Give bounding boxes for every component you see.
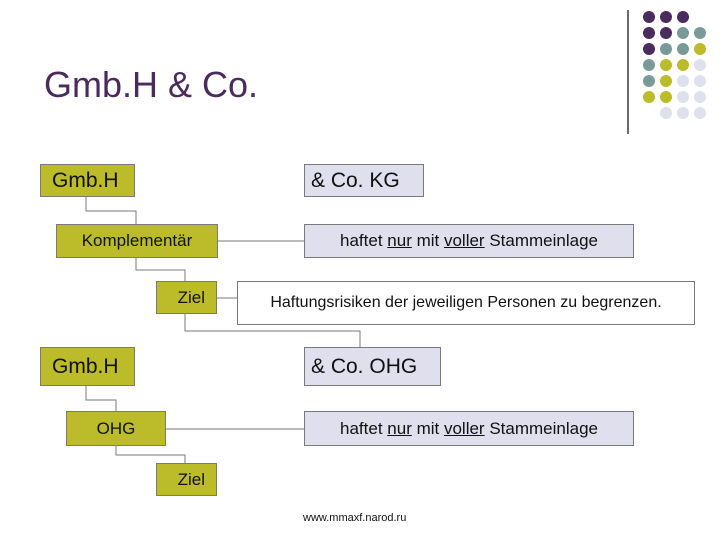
haftet-text-2: haftet nur mit voller Stammeinlage [340,418,598,438]
decorative-dot-grid [643,11,706,119]
ohg-label: OHG [96,418,136,438]
co-kg-label: & Co. KG [311,168,400,192]
vertical-rule [627,10,629,134]
haftet-text-1: haftet nur mit voller Stammeinlage [340,231,598,250]
co-kg-box: & Co. KG [304,164,424,197]
haftet-box-1: haftet nur mit voller Stammeinlage [304,224,634,258]
ohg-box: OHG [66,411,166,446]
haftet-box-2: haftet nur mit voller Stammeinlage [304,411,634,446]
co-ohg-box: & Co. OHG [304,347,441,386]
gmbh-label-2: Gmb.H [52,354,119,378]
komplementaer-box: Komplementär [56,224,218,258]
ziel-box-2: Ziel [156,463,217,496]
co-ohg-label: & Co. OHG [311,354,418,378]
haftungsrisiken-box: Haftungsrisiken der jeweiligen Personen … [237,281,695,325]
footer-url: www.mmaxf.narod.ru [303,512,407,524]
slide-title: Gmb.H & Co. [44,64,259,105]
ziel-label-1: Ziel [177,287,205,307]
ziel-box-1: Ziel [156,281,217,314]
ziel-label-2: Ziel [177,469,205,489]
gmbh-box-2: Gmb.H [40,347,135,386]
gmbh-label: Gmb.H [52,168,119,192]
komplementaer-label: Komplementär [81,231,193,250]
haftungsrisiken-text: Haftungsrisiken der jeweiligen Personen … [270,294,662,311]
gmbh-box: Gmb.H [40,164,135,197]
